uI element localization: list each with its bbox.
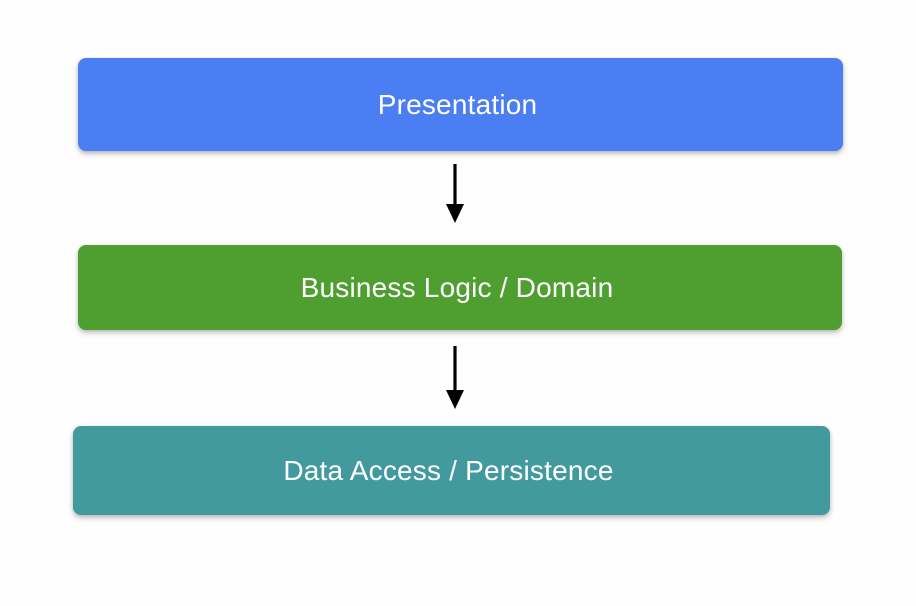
layer-box-data-access[interactable]: Data Access / Persistence — [73, 426, 830, 515]
layer-box-presentation[interactable]: Presentation — [78, 58, 843, 151]
arrow-business-to-data-icon — [446, 346, 464, 409]
layer-label-presentation: Presentation — [377, 88, 538, 120]
layer-label-data-access: Data Access / Persistence — [283, 454, 614, 486]
layer-box-business-logic[interactable]: Business Logic / Domain — [78, 245, 842, 330]
layer-label-business-logic: Business Logic / Domain — [300, 271, 614, 303]
arrow-presentation-to-business-icon — [446, 164, 464, 223]
